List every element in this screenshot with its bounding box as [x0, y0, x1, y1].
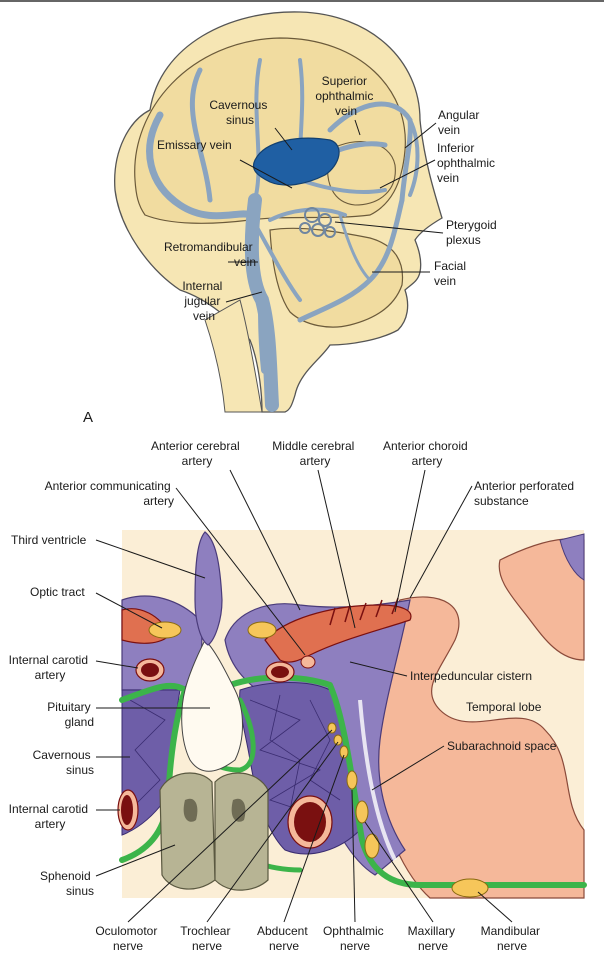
leader-interpeduncular-cistern — [349, 661, 408, 677]
upper-gyrus-purple — [559, 533, 585, 581]
upper-gyrus — [498, 538, 585, 661]
label-emissary-vein: Emissary vein — [157, 138, 232, 152]
leader-subarachnoid-space — [371, 745, 445, 791]
label-facial-vein: Facial vein — [434, 259, 469, 288]
label-optic-tract: Optic tract — [30, 585, 85, 599]
leader-anterior-perforated-substance — [409, 485, 473, 599]
label-third-ventricle: Third ventricle — [11, 533, 87, 547]
third-ventricle — [194, 531, 223, 646]
leader-mandibular-nerve — [477, 891, 513, 923]
mandible — [269, 227, 404, 328]
label-anterior-choroid-artery: Anterior choroid artery — [383, 439, 471, 468]
subarachnoid-space — [358, 699, 397, 861]
leader-internal-carotid-artery-upper — [95, 660, 139, 669]
leader-oculomotor-nerve — [127, 729, 333, 923]
label-internal-jugular-vein: Internal jugular vein — [182, 279, 225, 323]
leader-inferior-ophthalmic-vein — [379, 159, 436, 189]
label-oculomotor-nerve: Oculomotor nerve — [95, 924, 160, 953]
label-temporal-lobe: Temporal lobe — [466, 700, 542, 714]
label-superior-ophthalmic-vein: Superior ophthalmic vein — [315, 74, 376, 118]
label-angular-vein: Angular vein — [438, 108, 483, 137]
leader-optic-tract — [95, 592, 163, 629]
label-trochlear-nerve: Trochlear nerve — [180, 924, 234, 953]
cavernous-sinus-shape — [252, 137, 340, 186]
leader-maxillary-nerve — [364, 821, 434, 923]
figure-a-head — [114, 11, 443, 413]
label-inferior-ophthalmic-vein: Inferior ophthalmic vein — [437, 141, 498, 185]
label-abducent-nerve: Abducent nerve — [257, 924, 311, 953]
leader-pterygoid-plexus — [334, 221, 444, 234]
leader-sphenoid-sinus — [95, 844, 176, 877]
figure-b-labels: Anterior cerebral artery Middle cerebral… — [9, 439, 577, 953]
leader-emissary-vein — [239, 159, 293, 189]
neck — [204, 299, 263, 413]
leader-angular-vein — [404, 122, 437, 149]
label-anterior-communicating-artery: Anterior communicating artery — [45, 479, 174, 508]
leader-superior-ophthalmic-vein — [354, 119, 361, 136]
carotid-circles — [117, 655, 333, 849]
label-pterygoid-plexus: Pterygoid plexus — [446, 218, 500, 247]
label-internal-carotid-artery-lower: Internal carotid artery — [9, 802, 92, 831]
leader-third-ventricle — [95, 539, 206, 579]
label-cavernous-sinus-b: Cavernous sinus — [33, 748, 94, 777]
leader-ophthalmic-nerve — [351, 789, 356, 923]
leader-anterior-choroid-artery — [394, 469, 426, 613]
panel-letter-a: A — [83, 409, 93, 426]
leader-middle-cerebral-artery — [317, 469, 356, 629]
figure-a-labels: A Cavernous sinus Superior ophthalmic ve… — [83, 74, 500, 426]
label-anterior-cerebral-artery: Anterior cerebral artery — [151, 439, 243, 468]
label-sphenoid-sinus: Sphenoid sinus — [40, 869, 94, 898]
leader-trochlear-nerve — [206, 741, 339, 923]
leader-anterior-communicating-artery — [175, 487, 306, 656]
label-internal-carotid-artery-upper: Internal carotid artery — [9, 653, 92, 682]
optic-tract-shapes — [148, 621, 277, 639]
label-middle-cerebral-artery: Middle cerebral artery — [272, 439, 357, 468]
label-mandibular-nerve: Mandibular nerve — [481, 924, 544, 953]
vein-network — [146, 58, 420, 412]
label-ophthalmic-nerve: Ophthalmic nerve — [323, 924, 387, 953]
leader-anterior-cerebral-artery — [229, 469, 301, 611]
cranial-nerves — [327, 722, 489, 898]
label-pituitary-gland: Pituitary gland — [47, 700, 94, 729]
figure-b-section — [117, 530, 587, 899]
label-interpeduncular-cistern: Interpeduncular cistern — [410, 669, 532, 683]
label-maxillary-nerve: Maxillary nerve — [408, 924, 459, 953]
pterygoid-plexus-coils — [299, 207, 336, 238]
leader-internal-jugular-vein — [225, 291, 263, 303]
label-cavernous-sinus: Cavernous sinus — [209, 98, 270, 127]
label-subarachnoid-space: Subarachnoid space — [447, 739, 557, 753]
leader-cavernous-sinus — [274, 127, 293, 151]
leader-abducent-nerve — [283, 754, 345, 923]
label-anterior-perforated-substance: Anterior perforated substance — [474, 479, 577, 508]
